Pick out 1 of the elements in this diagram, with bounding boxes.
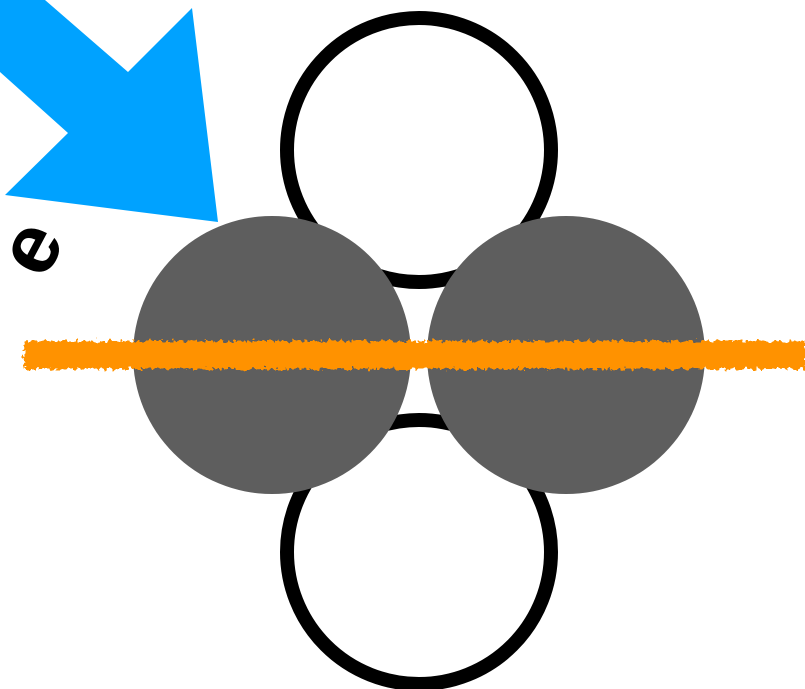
- partial-label: e: [0, 206, 78, 288]
